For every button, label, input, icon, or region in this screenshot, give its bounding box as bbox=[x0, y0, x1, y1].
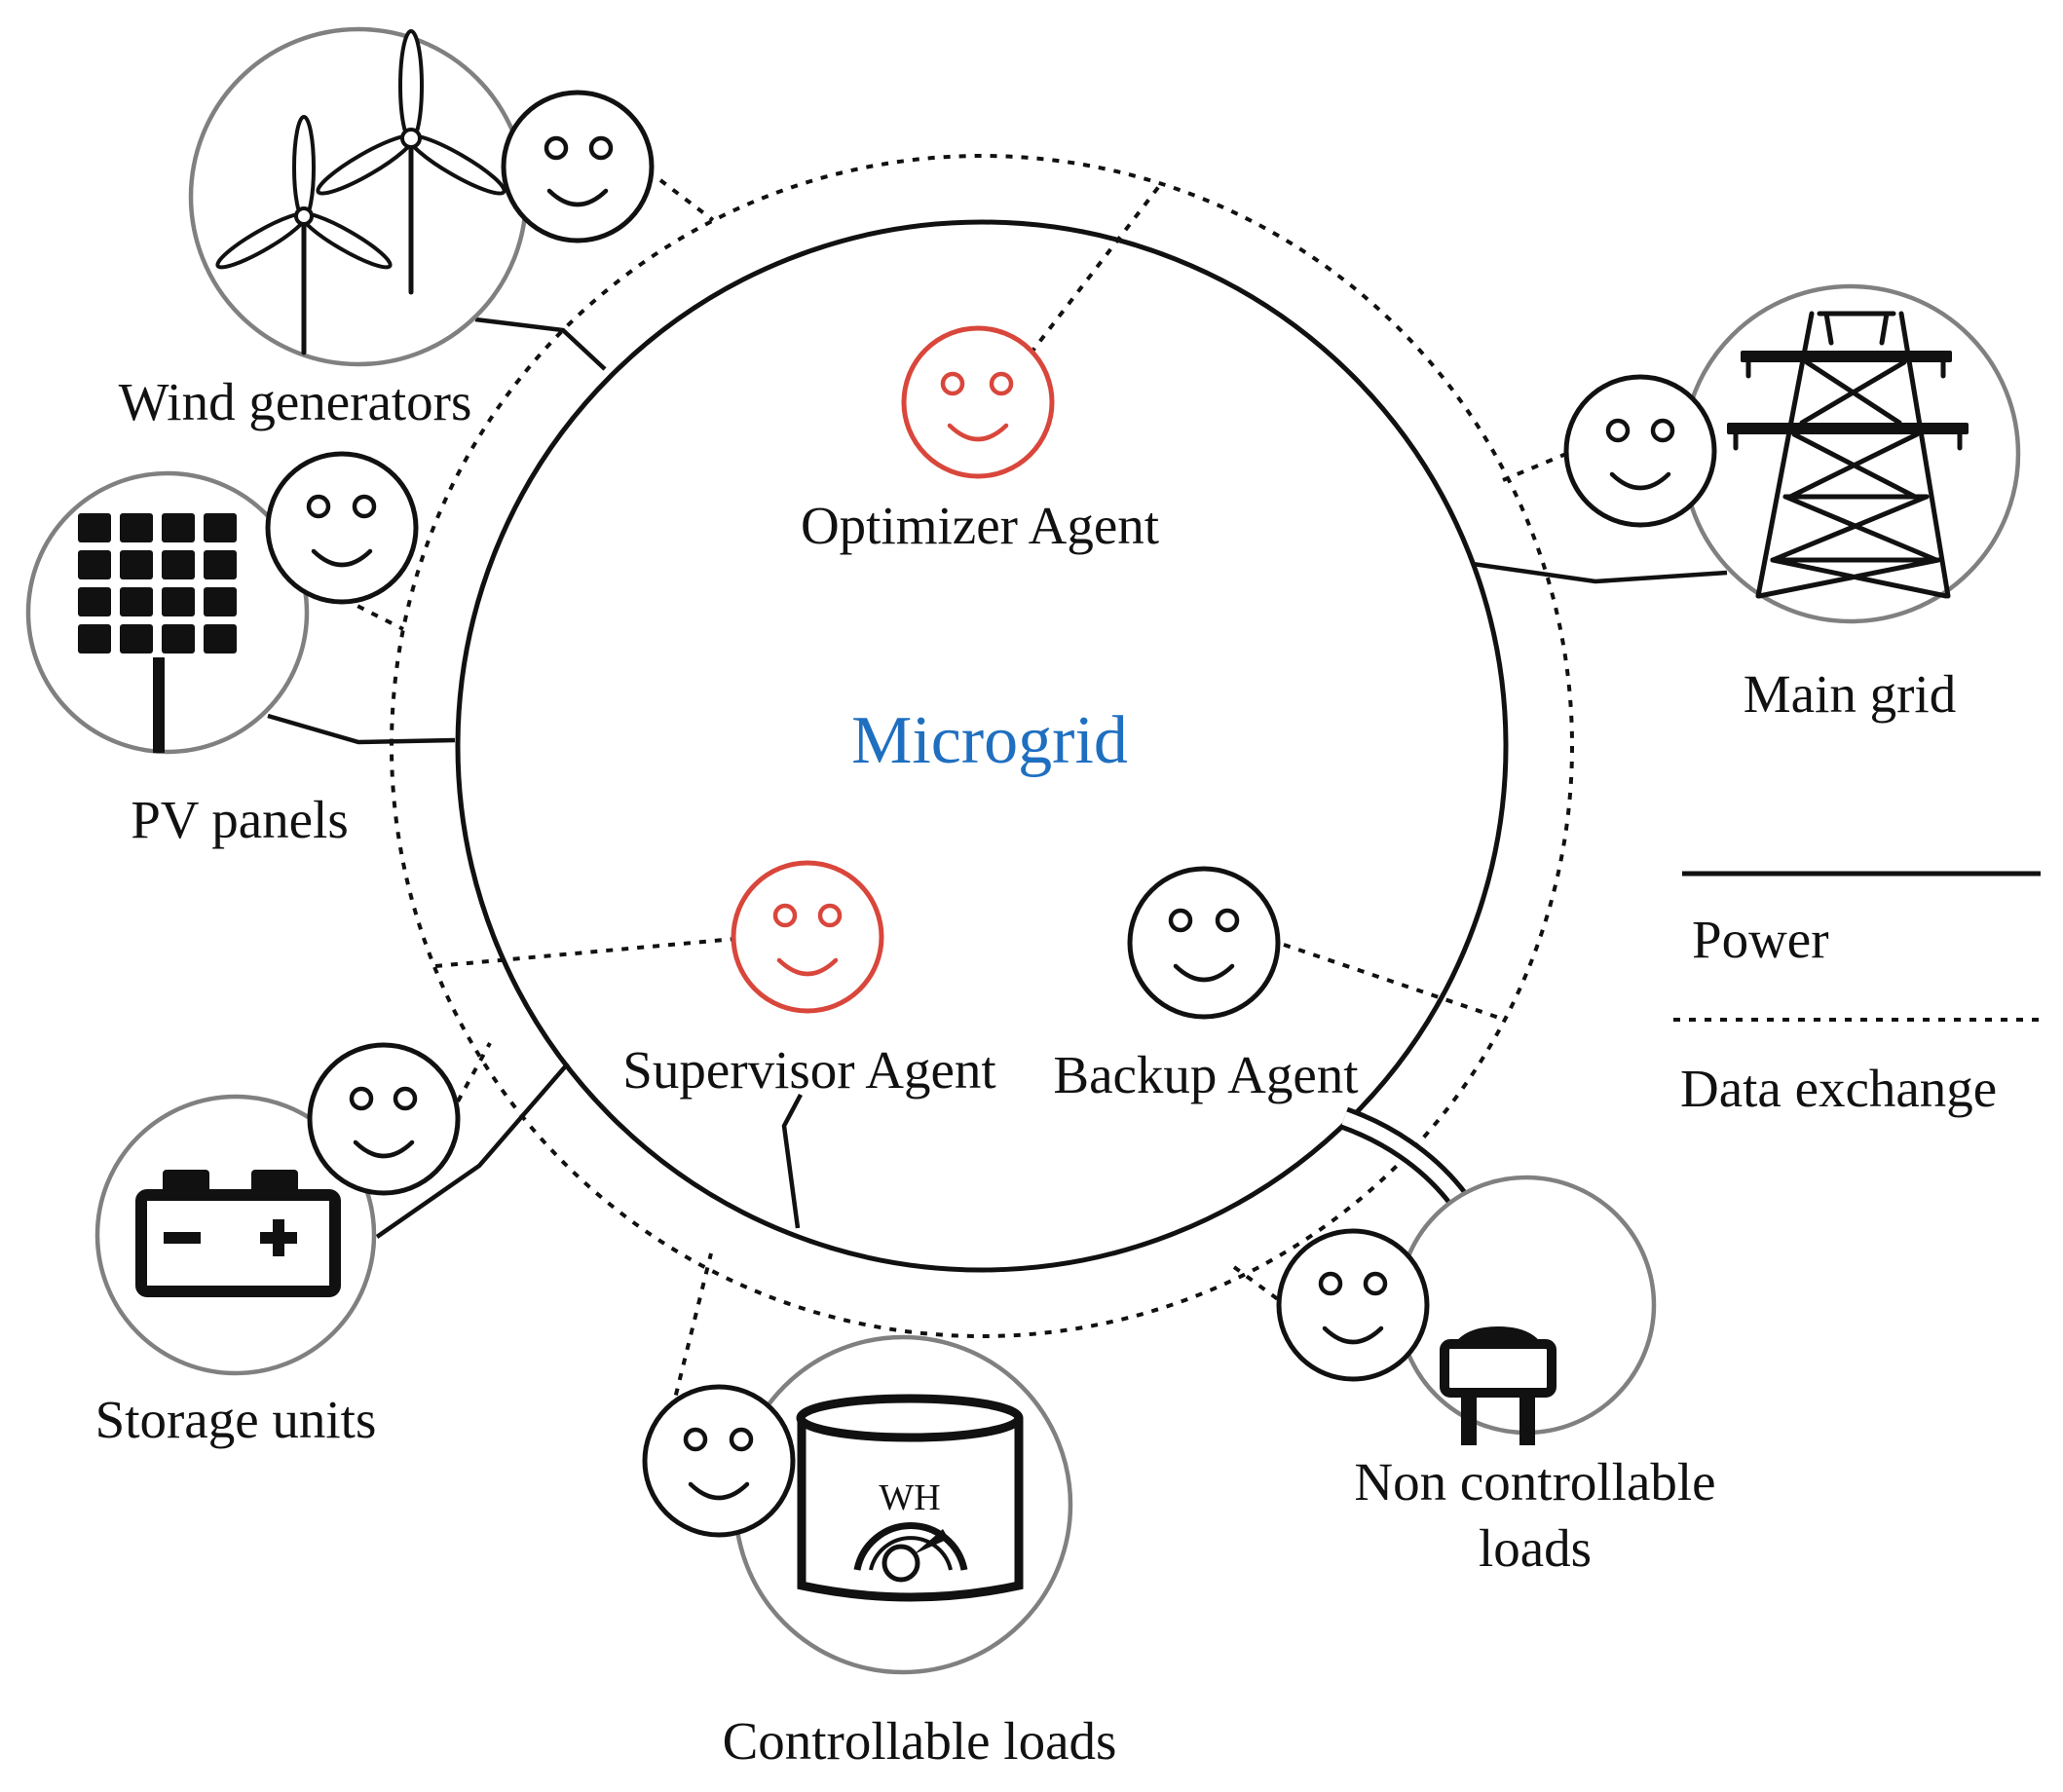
legend-data-label: Data exchange bbox=[1680, 1059, 1997, 1118]
noncontrollable-agent-smiley-icon bbox=[1276, 1228, 1430, 1382]
supervisor-agent-label: Supervisor Agent bbox=[622, 1040, 995, 1100]
data-line-optimizer bbox=[1029, 179, 1165, 355]
power-line-storage bbox=[375, 1062, 570, 1239]
noncontrollable-loads-label-line1: Non controllable bbox=[1354, 1452, 1715, 1512]
controllable-loads-node: WH Controllable loads bbox=[642, 1334, 1117, 1771]
wind-agent-smiley-icon bbox=[501, 90, 655, 243]
controllable-loads-label: Controllable loads bbox=[723, 1711, 1117, 1771]
connections bbox=[267, 178, 1728, 1411]
noncontrollable-loads-label-line2: loads bbox=[1479, 1518, 1592, 1578]
transmission-tower-icon bbox=[1727, 311, 1969, 599]
data-exchange-ring bbox=[390, 154, 1574, 1338]
power-line-wind bbox=[474, 317, 607, 371]
optimizer-agent-label: Optimizer Agent bbox=[801, 496, 1159, 555]
wind-generators-node: Wind generators bbox=[119, 26, 655, 431]
plug-icon bbox=[1440, 1326, 1557, 1445]
water-heater-icon: WH bbox=[796, 1394, 1024, 1602]
backup-agent-icon bbox=[1127, 866, 1281, 1020]
power-line-pv bbox=[267, 713, 456, 745]
wind-turbines-icon bbox=[215, 29, 506, 355]
power-line-maingrid bbox=[1472, 561, 1728, 584]
data-line-wind bbox=[658, 178, 715, 222]
supervisor-agent-icon bbox=[731, 860, 884, 1014]
power-line-controllable bbox=[781, 1093, 803, 1229]
main-grid-node: Main grid bbox=[1563, 283, 2021, 724]
noncontrollable-loads-node: Non controllable loads bbox=[1276, 1175, 1716, 1578]
data-line-pv bbox=[343, 597, 404, 631]
storage-units-node: Storage units bbox=[95, 1042, 461, 1449]
solar-panel-icon bbox=[78, 513, 237, 753]
data-line-supervisor bbox=[434, 937, 736, 968]
battery-icon bbox=[135, 1170, 341, 1297]
data-line-backup bbox=[1283, 943, 1503, 1021]
backup-agent-label: Backup Agent bbox=[1053, 1045, 1358, 1104]
maingrid-component-circle bbox=[1680, 283, 2021, 624]
pv-panels-label: PV panels bbox=[131, 790, 349, 849]
microgrid-title: Microgrid bbox=[851, 703, 1128, 778]
data-line-maingrid bbox=[1502, 452, 1567, 482]
legend-power-label: Power bbox=[1692, 910, 1829, 969]
microgrid-power-ring bbox=[455, 219, 1509, 1273]
pv-agent-smiley-icon bbox=[265, 451, 419, 605]
maingrid-agent-smiley-icon bbox=[1563, 374, 1717, 528]
storage-units-label: Storage units bbox=[95, 1390, 377, 1449]
data-line-storage bbox=[456, 1042, 492, 1102]
main-grid-label: Main grid bbox=[1744, 664, 1956, 724]
storage-agent-smiley-icon bbox=[307, 1042, 461, 1196]
optimizer-agent-icon bbox=[901, 325, 1055, 479]
wind-component-circle bbox=[188, 26, 529, 367]
wind-generators-label: Wind generators bbox=[119, 372, 472, 431]
pv-panels-node: PV panels bbox=[25, 451, 419, 849]
legend: Power Data exchange bbox=[1673, 871, 2041, 1118]
water-heater-text: WH bbox=[879, 1477, 940, 1518]
data-line-controllable bbox=[670, 1252, 713, 1411]
controllable-agent-smiley-icon bbox=[642, 1384, 796, 1538]
